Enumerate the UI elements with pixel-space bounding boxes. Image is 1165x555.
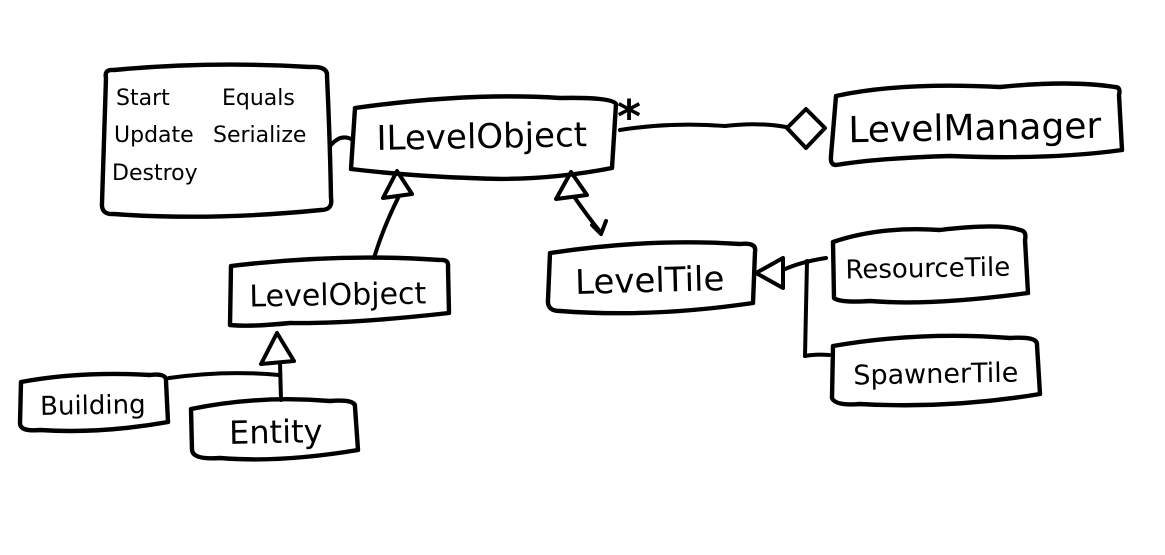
spawnertile-box	[829, 333, 1043, 408]
building-connector-line	[167, 371, 281, 380]
method-serialize-label: Serialize	[213, 123, 306, 148]
aggregation-line	[618, 122, 788, 132]
aggregation-diamond-icon	[785, 107, 827, 150]
ilevelobject-box	[348, 94, 619, 182]
inheritance-triangle-icon-levelobject	[381, 169, 414, 200]
leveltile-box	[545, 240, 758, 316]
building-label: Building	[40, 390, 146, 422]
methods-note-box	[99, 62, 334, 219]
resourcetile-label: ResourceTile	[845, 253, 1010, 286]
inheritance-triangle-icon-leveltile	[554, 170, 589, 201]
levelmanager-box	[828, 81, 1125, 168]
inheritance-triangle-icon-leveltile-children	[754, 256, 785, 290]
entity-label: Entity	[229, 412, 323, 452]
spawnertile-label: SpawnerTile	[853, 358, 1019, 392]
arrowhead-leveltile-end	[590, 219, 608, 236]
spawnertile-connector-line	[803, 352, 831, 358]
entity-box	[188, 397, 361, 462]
resourcetile-box	[830, 224, 1031, 305]
building-box	[17, 371, 171, 434]
tile-branch-vertical-line	[803, 259, 809, 358]
entity-connector-line	[278, 361, 283, 402]
methods-note-connector-line	[329, 135, 355, 147]
levelmanager-label: LevelManager	[848, 106, 1102, 151]
inheritance-triangle-icon-levelobject-children	[259, 331, 296, 366]
ilevelobject-label: ILevelObject	[376, 115, 587, 159]
method-start-label: Start	[116, 86, 170, 111]
method-equals-label: Equals	[222, 86, 295, 111]
leveltile-label: LevelTile	[575, 259, 725, 303]
levelobject-box	[227, 255, 452, 328]
resourcetile-connector-line	[781, 256, 828, 272]
multiplicity-star-label: *	[617, 90, 641, 144]
levelobject-label: LevelObject	[249, 276, 427, 314]
method-destroy-label: Destroy	[112, 161, 198, 186]
inheritance-line-levelobject	[372, 194, 401, 260]
method-update-label: Update	[114, 123, 194, 148]
